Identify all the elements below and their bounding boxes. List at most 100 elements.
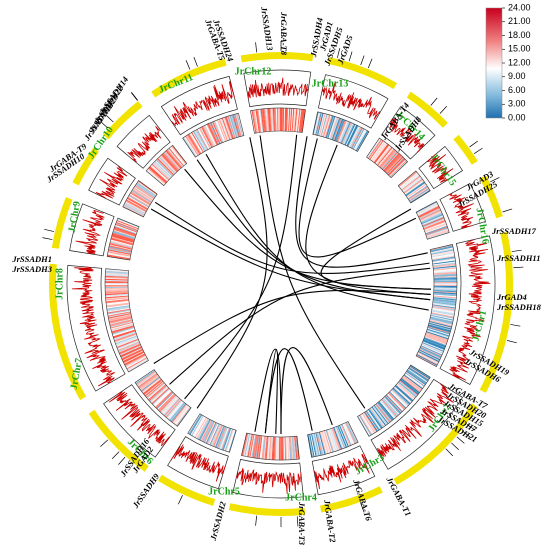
chromosome-band bbox=[51, 197, 73, 249]
legend-tick-label: 0.00 bbox=[508, 112, 526, 122]
heatmap-track-frame bbox=[104, 268, 149, 373]
collinearity-link bbox=[169, 267, 431, 385]
gene-density-heatmap bbox=[182, 113, 245, 158]
collinearity-link bbox=[150, 208, 431, 301]
gene-leader-line bbox=[430, 97, 438, 106]
chromosome-band bbox=[228, 503, 306, 516]
chromosome-JrChr1: JrChr1 bbox=[415, 231, 514, 393]
gene-label: JrSSADH17 bbox=[491, 226, 537, 236]
density-line bbox=[75, 210, 106, 254]
chromosome-band bbox=[240, 51, 314, 63]
heatmap-track-frame bbox=[250, 107, 306, 134]
density-line bbox=[376, 383, 454, 459]
chromosome-band bbox=[88, 409, 149, 472]
density-line bbox=[313, 453, 370, 490]
collinearity-link bbox=[295, 136, 428, 268]
gene-label: JrSSADH18 bbox=[496, 302, 542, 312]
heatmap-track-frame bbox=[241, 432, 300, 461]
gene-leader-line bbox=[100, 439, 109, 447]
gene-density-heatmap bbox=[135, 369, 192, 427]
density-track-frame bbox=[232, 458, 304, 499]
legend-tick-label: 15.00 bbox=[508, 44, 531, 54]
density-line bbox=[71, 266, 115, 387]
gene-leader-line bbox=[255, 515, 257, 526]
density-line bbox=[235, 467, 302, 494]
chromosome-band bbox=[453, 134, 478, 165]
density-line bbox=[247, 77, 309, 99]
gene-marker: JrSSADH17 bbox=[490, 177, 537, 236]
gene-density-heatmap bbox=[357, 365, 431, 437]
chromosome-JrChr8: JrChr8 bbox=[51, 197, 140, 300]
heatmap-track-frame bbox=[122, 180, 158, 218]
collinearity-link bbox=[320, 208, 431, 290]
gene-leader-line bbox=[177, 495, 183, 505]
heatmap-legend: 24.0021.0018.0015.0012.009.006.003.000.0… bbox=[485, 2, 531, 122]
gene-leader-line bbox=[131, 92, 138, 101]
legend-tick-label: 24.00 bbox=[508, 2, 531, 12]
chromosome-band bbox=[320, 486, 383, 513]
chromosome-label: JrChr7 bbox=[69, 357, 85, 390]
collinearity-link bbox=[154, 201, 430, 274]
heatmap-track-frame bbox=[312, 111, 370, 152]
gene-leader-line bbox=[360, 55, 365, 66]
gene-leader-line bbox=[451, 442, 459, 450]
gene-label: JrSSADH2 bbox=[208, 500, 228, 543]
chromosome-JrChr2: JrChr2 bbox=[357, 364, 478, 485]
heatmap-track-frame bbox=[307, 421, 359, 458]
chromosome-label: JrChr12 bbox=[235, 66, 272, 77]
gene-leader-line bbox=[490, 177, 500, 183]
gene-leader-line bbox=[513, 266, 524, 269]
collinearity-link bbox=[298, 138, 417, 258]
gene-marker: JrGABA-T8 bbox=[279, 11, 289, 56]
chromosome-JrChr16: JrChr16 bbox=[415, 175, 503, 245]
gene-leader-line bbox=[510, 324, 521, 327]
gene-marker: JrGABA-T3 bbox=[255, 501, 307, 546]
collinearity-link bbox=[196, 137, 268, 409]
gene-density-heatmap bbox=[416, 201, 450, 240]
chromosome-JrChr6: JrChr6 bbox=[88, 369, 192, 472]
gene-leader-line bbox=[473, 147, 483, 154]
legend-color-bar bbox=[485, 7, 503, 119]
gene-leader-line bbox=[469, 140, 478, 148]
collinearity-link bbox=[184, 134, 298, 400]
gene-density-heatmap bbox=[107, 217, 140, 261]
gene-marker: JrSSADH11 bbox=[496, 208, 540, 263]
chromosome-label: JrChr4 bbox=[285, 492, 317, 503]
gene-density-heatmap bbox=[366, 138, 408, 178]
density-line bbox=[108, 391, 170, 447]
collinearity-link bbox=[153, 289, 431, 364]
gene-marker: JrSSADH1 bbox=[11, 237, 53, 264]
chromosome-JrChr14: JrChr14 bbox=[366, 91, 448, 179]
gene-leader-line bbox=[111, 451, 120, 460]
chromosome-label: JrChr13 bbox=[312, 78, 349, 89]
gene-leader-line bbox=[445, 448, 454, 457]
gene-leader-line bbox=[461, 430, 471, 438]
gene-leader-line bbox=[118, 456, 126, 465]
gene-leader-line bbox=[185, 60, 191, 70]
gene-density-heatmap bbox=[241, 433, 300, 461]
density-line bbox=[426, 154, 454, 183]
chromosome-band bbox=[151, 58, 227, 98]
gene-leader-line bbox=[511, 249, 522, 252]
density-line bbox=[170, 80, 235, 127]
collinearity-link bbox=[305, 144, 431, 296]
gene-label: JrSSADH11 bbox=[496, 253, 540, 263]
chromosome-band bbox=[406, 91, 448, 128]
chromosome-band bbox=[103, 101, 143, 140]
density-line bbox=[388, 117, 425, 154]
gene-label: JrSSADH9 bbox=[130, 471, 162, 511]
gene-label: JrGAD4 bbox=[496, 292, 527, 302]
gene-density-heatmap bbox=[307, 421, 359, 458]
heatmap-track-frame bbox=[357, 364, 431, 437]
gene-marker: JrSSADH3 bbox=[11, 228, 55, 274]
gene-label: JrGABA-T8 bbox=[279, 11, 289, 56]
collinearity-link bbox=[196, 159, 431, 301]
legend-tick-label: 18.00 bbox=[508, 30, 531, 40]
chromosome-JrChr3: JrChr3 bbox=[307, 421, 386, 513]
density-line bbox=[170, 444, 226, 482]
gene-density-heatmap bbox=[398, 170, 431, 204]
chromosome-band bbox=[479, 231, 514, 393]
chromosome-JrChr7: JrChr7 bbox=[49, 263, 149, 400]
gene-leader-line bbox=[255, 42, 257, 53]
gene-label: JrGABA-T3 bbox=[297, 501, 307, 546]
